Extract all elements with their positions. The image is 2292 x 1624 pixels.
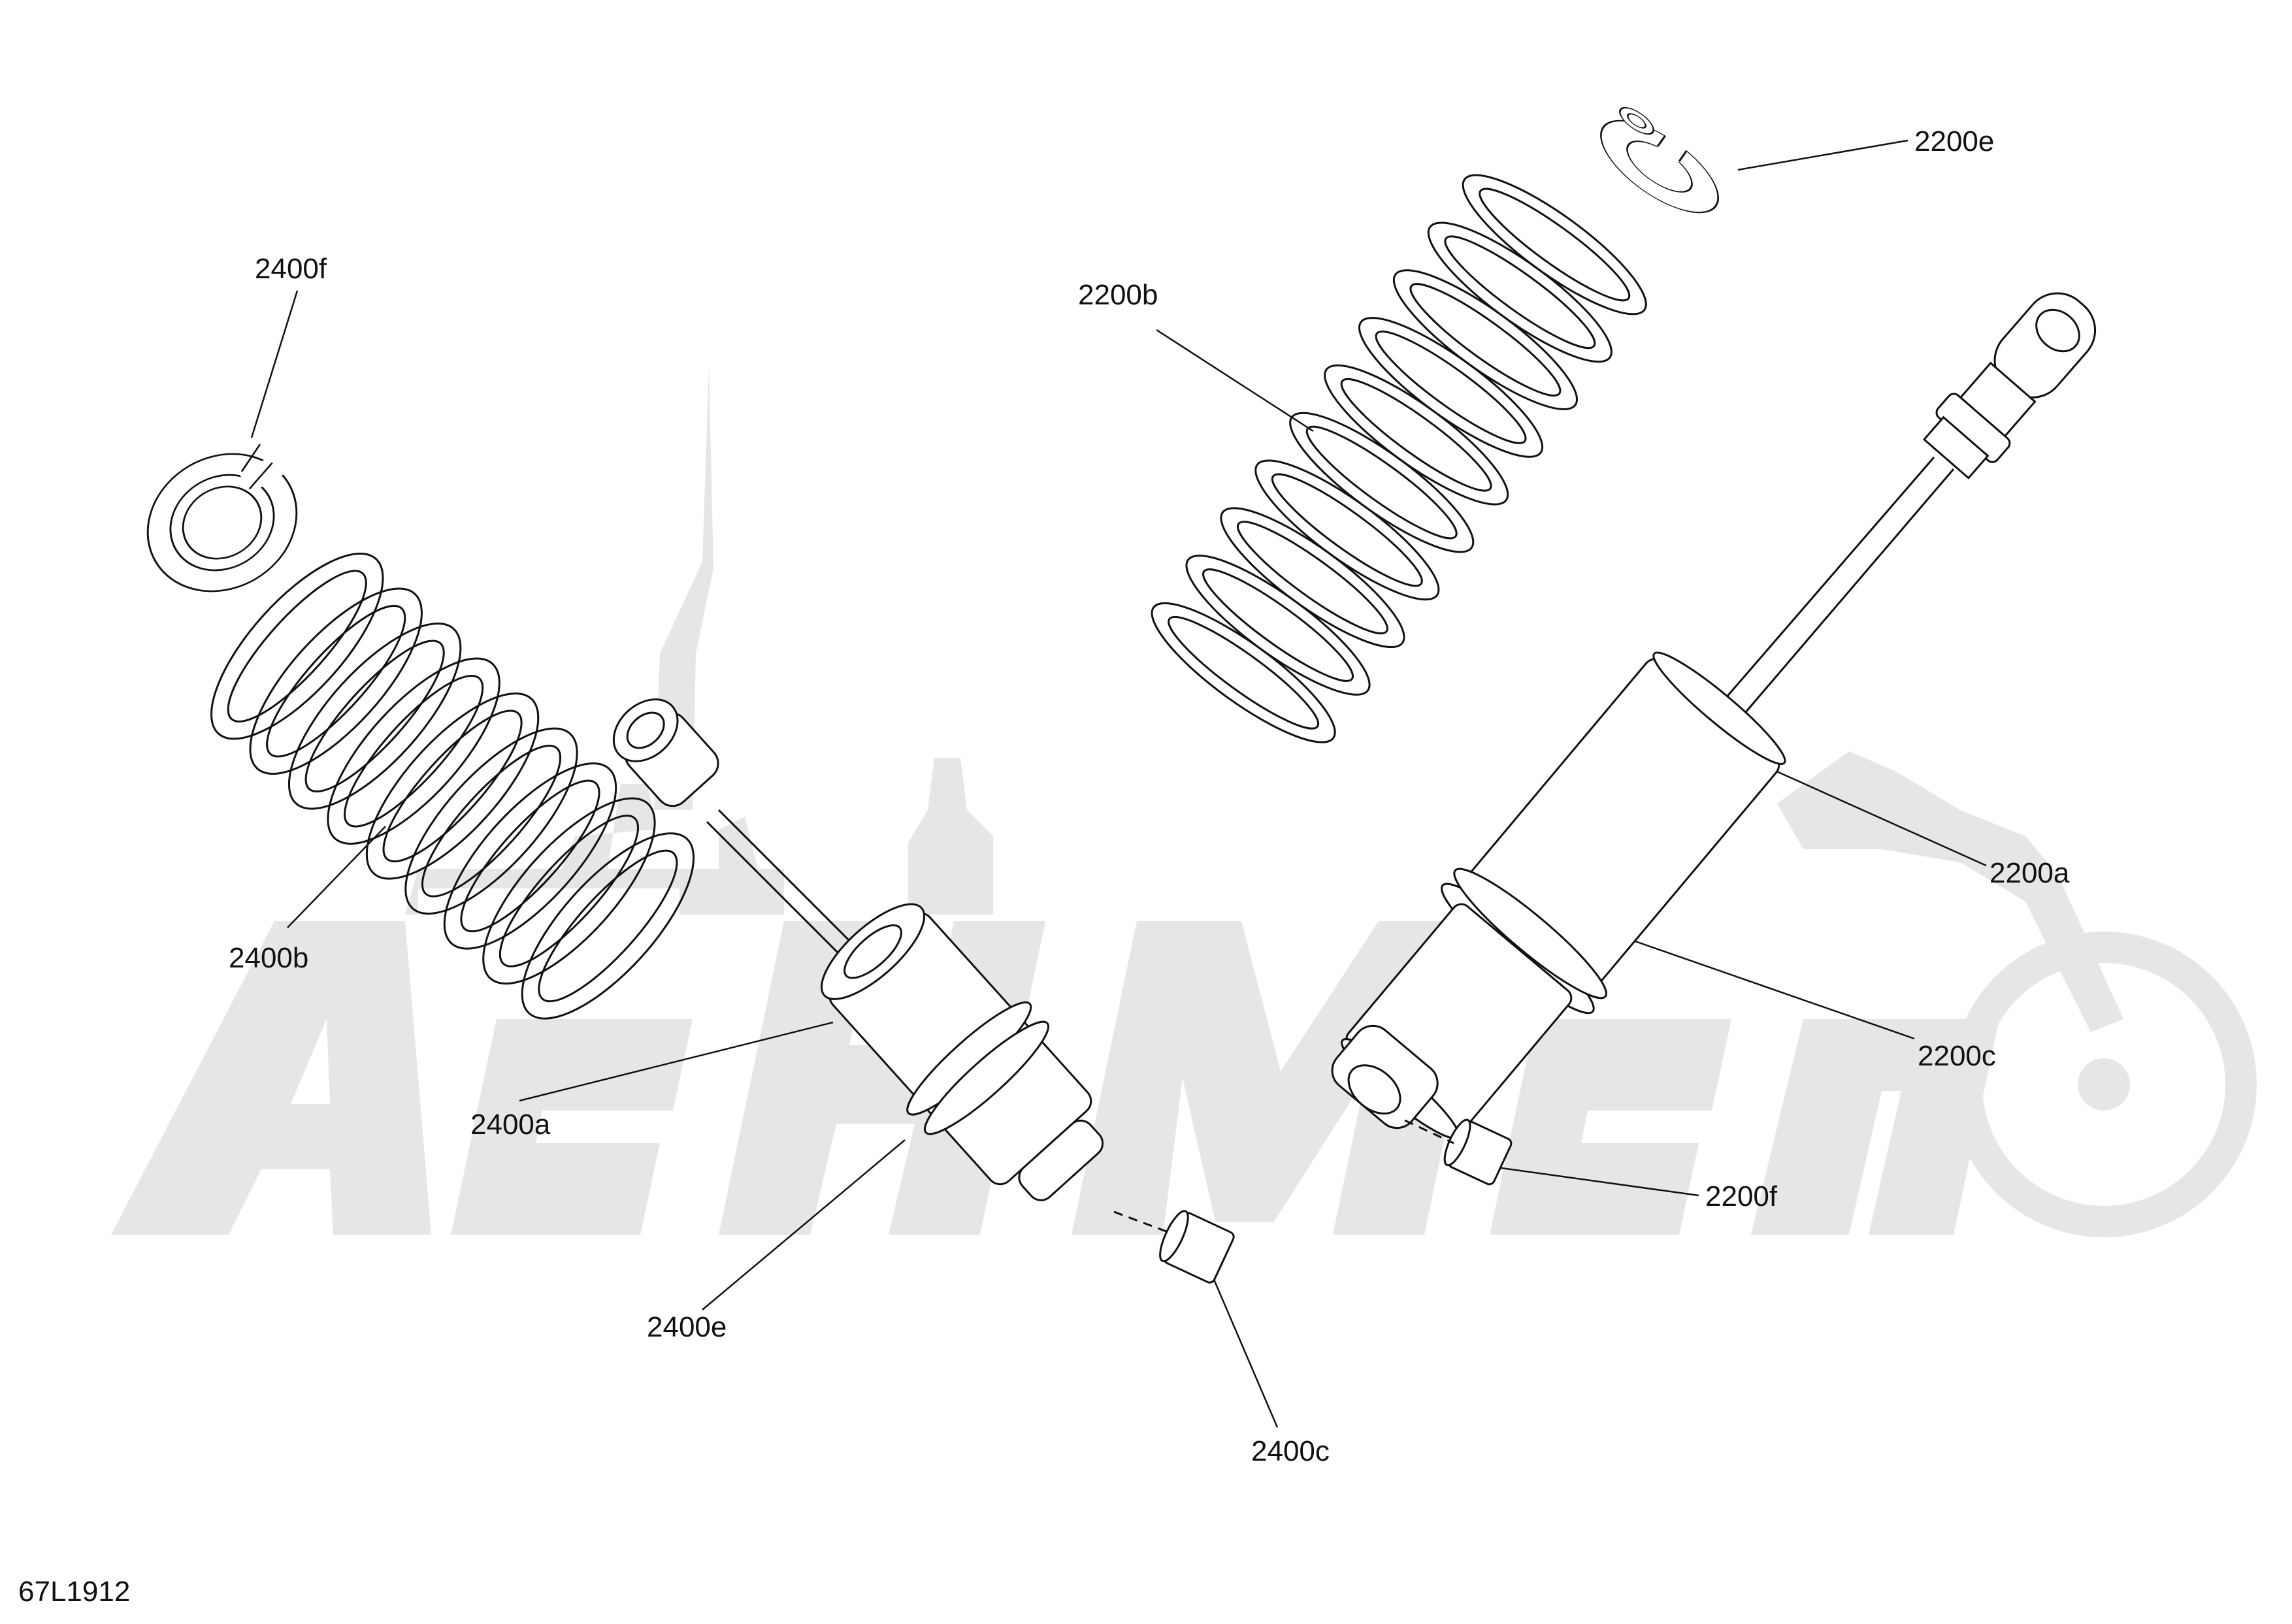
callout-2200f: 2200f: [1705, 1180, 1778, 1212]
part-2200b-spring: [1151, 174, 1647, 743]
drawing-id: 67L1912: [18, 1576, 131, 1608]
watermark-castle: [405, 366, 784, 915]
leader-2400f: [250, 290, 299, 438]
part-2200e-retainer: [1600, 106, 1719, 214]
callout-2400a: 2400a: [470, 1109, 551, 1141]
leader-lines: [250, 139, 1987, 1428]
leader-2400c: [1207, 1267, 1279, 1428]
leader-2400b: [287, 826, 386, 928]
watermark-frame: [1777, 751, 2123, 1032]
callout-2200e: 2200e: [1914, 125, 1995, 157]
callout-2200b: 2200b: [1078, 279, 1158, 311]
callout-2400f: 2400f: [255, 253, 327, 285]
callout-2400e: 2400e: [647, 1311, 727, 1343]
leader-2200b: [1156, 329, 1314, 432]
part-2200f-bushing: [1404, 1118, 1513, 1186]
leader-2200a: [1760, 763, 1987, 867]
leader-2400e: [702, 1139, 906, 1310]
part-2400f-retainer: [146, 444, 298, 593]
callout-2200c: 2200c: [1918, 1040, 1996, 1072]
callout-2400b: 2400b: [229, 942, 309, 974]
part-2400c-bushing: [1113, 1210, 1235, 1284]
leader-2200f: [1463, 1161, 1699, 1197]
part-2400b-spring: [210, 552, 695, 1020]
leader-2200c: [1633, 939, 1915, 1040]
callout-2200a: 2200a: [1989, 857, 2070, 889]
part-2200a-shock: [1331, 292, 2097, 1139]
leader-2400a: [519, 1021, 834, 1102]
part-2400a-shock: [612, 698, 1104, 1201]
leader-2200e: [1737, 139, 1908, 171]
callout-2400c: 2400c: [1251, 1435, 1330, 1467]
watermark-tower: [908, 758, 993, 915]
